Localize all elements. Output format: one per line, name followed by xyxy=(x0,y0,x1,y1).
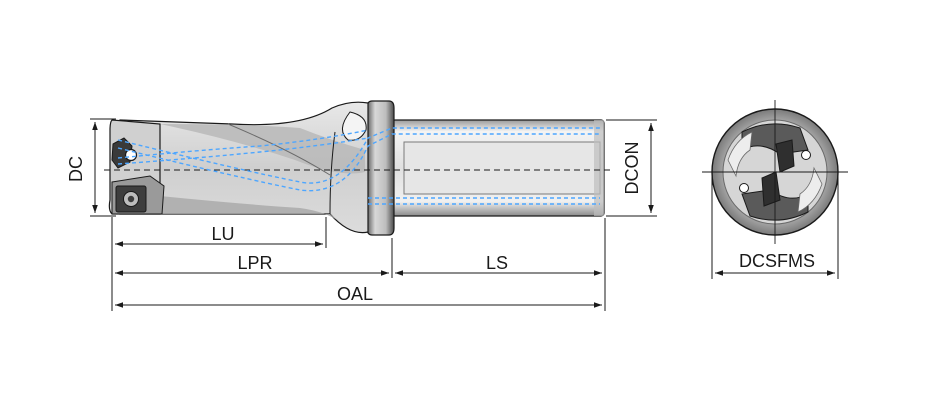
label-dcon: DCON xyxy=(622,142,642,195)
shank-end-shade xyxy=(594,120,604,216)
upper-insert-pocket xyxy=(111,137,133,169)
drill-side-view xyxy=(104,100,612,236)
end-insert-upper xyxy=(775,139,795,173)
dimension-lines xyxy=(90,118,657,311)
flute-highlight-right xyxy=(797,166,823,213)
coolant-channel-2 xyxy=(117,133,600,192)
label-ls: LS xyxy=(486,253,508,273)
coolant-hole xyxy=(124,148,138,162)
end-insert-lower xyxy=(761,171,781,207)
flute-edge xyxy=(227,123,331,176)
flute-curve xyxy=(329,131,336,215)
shank-flat xyxy=(403,141,601,195)
flute-shade-lower xyxy=(160,196,345,226)
end-coolant-hole-right xyxy=(801,150,811,160)
label-dcsfms: DCSFMS xyxy=(739,251,815,271)
drill-flange xyxy=(366,100,395,236)
label-lu: LU xyxy=(211,224,234,244)
label-lpr: LPR xyxy=(237,253,272,273)
coolant-channel-4 xyxy=(117,137,369,165)
flute-shade-upper xyxy=(160,124,365,174)
insert-screw-center xyxy=(127,195,135,203)
flute-highlight-left xyxy=(727,131,753,178)
coolant-channel-3 xyxy=(117,129,369,159)
coolant-channels xyxy=(117,127,600,205)
drill-end-view xyxy=(702,100,848,244)
coolant-channel-1 xyxy=(117,127,600,184)
label-dc: DC xyxy=(66,156,86,182)
label-oal: OAL xyxy=(337,284,373,304)
end-coolant-hole-left xyxy=(739,183,749,193)
dcsfms-dimension xyxy=(711,176,839,279)
